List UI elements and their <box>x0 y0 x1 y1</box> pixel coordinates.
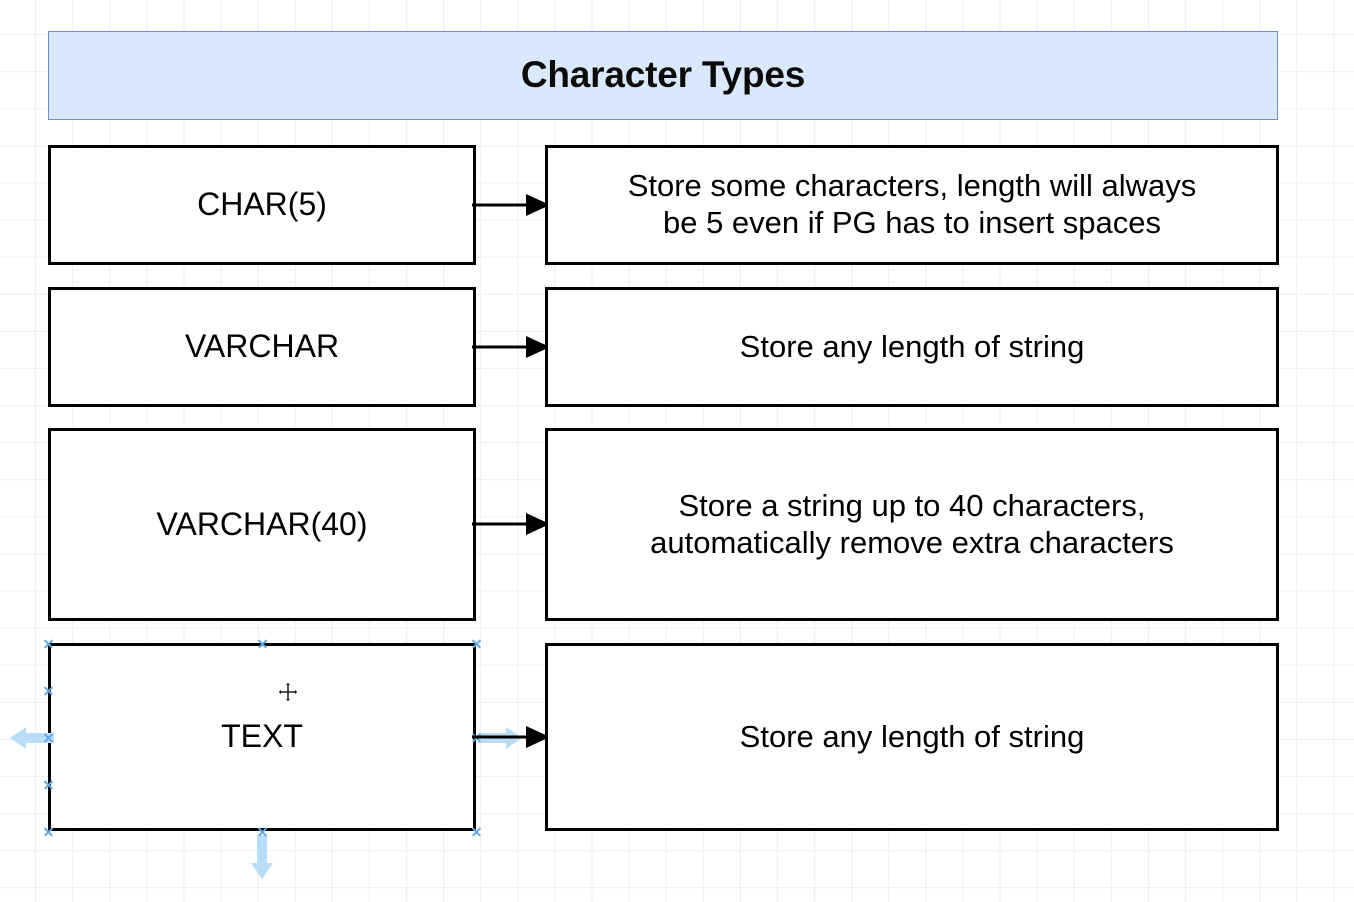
node-char5-description-label: Store some characters, length will alway… <box>628 168 1197 241</box>
connector-arrow-4[interactable] <box>472 724 550 750</box>
node-varchar-description-label: Store any length of string <box>739 328 1085 364</box>
desc-line-2: automatically remove extra characters <box>650 524 1174 560</box>
node-text-description-label: Store any length of string <box>739 718 1085 754</box>
node-char5[interactable]: CHAR(5) <box>48 145 476 265</box>
page-title: Character Types <box>520 54 806 96</box>
desc-line-1: Store a string up to 40 characters, <box>678 487 1146 523</box>
node-text-label: TEXT <box>221 718 303 755</box>
node-varchar-description[interactable]: Store any length of string <box>545 287 1279 407</box>
node-varchar[interactable]: VARCHAR <box>48 287 476 407</box>
quick-connect-arrow-down-icon[interactable] <box>246 833 278 881</box>
node-varchar40-label: VARCHAR(40) <box>156 505 368 542</box>
node-text[interactable]: TEXT <box>48 643 476 831</box>
quick-connect-arrow-right-icon[interactable] <box>476 722 524 754</box>
desc-line-2: be 5 even if PG has to insert spaces <box>662 205 1161 240</box>
title-banner[interactable]: Character Types <box>48 31 1278 120</box>
node-varchar40-description-label: Store a string up to 40 characters, auto… <box>650 488 1174 561</box>
node-varchar40-description[interactable]: Store a string up to 40 characters, auto… <box>545 428 1279 621</box>
node-char5-label: CHAR(5) <box>197 186 327 223</box>
node-char5-description[interactable]: Store some characters, length will alway… <box>545 145 1279 265</box>
connector-arrow-1[interactable] <box>472 192 550 218</box>
desc-line-1: Store some characters, length will alway… <box>627 168 1197 204</box>
node-varchar40[interactable]: VARCHAR(40) <box>48 428 476 621</box>
connector-arrow-2[interactable] <box>472 334 550 360</box>
connector-arrow-3[interactable] <box>472 511 550 537</box>
node-text-description[interactable]: Store any length of string <box>545 643 1279 831</box>
node-varchar-label: VARCHAR <box>184 328 340 365</box>
